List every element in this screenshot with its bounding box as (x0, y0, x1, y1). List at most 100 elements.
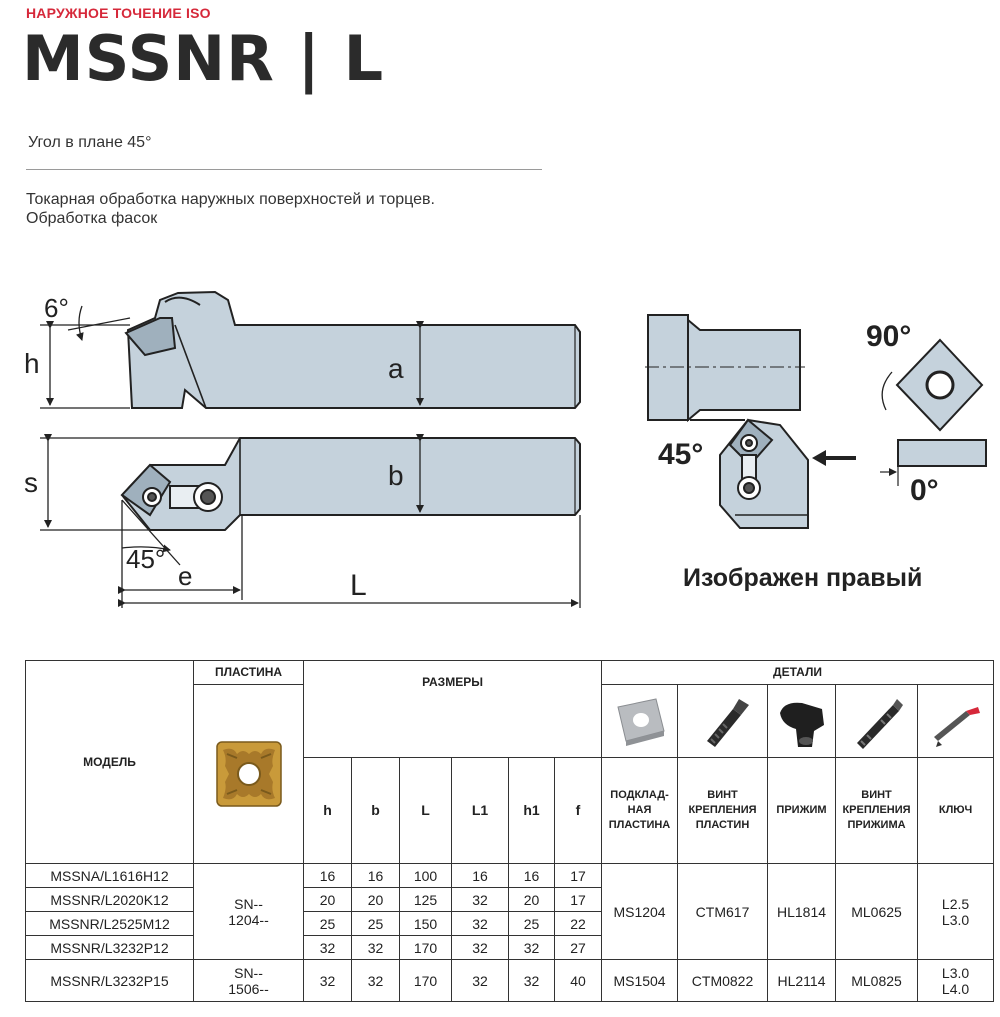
description: Токарная обработка наружных поверхностей… (26, 190, 435, 228)
insert-side-view (880, 439, 987, 486)
model-cell: MSSNR/L2525M12 (25, 911, 194, 936)
clamp-screw-icon (856, 699, 903, 749)
page-title: MSSNR | L (22, 22, 385, 95)
insert-code-line-1: SN-- (234, 964, 263, 981)
h1-cell: 25 (508, 911, 555, 936)
b-cell: 32 (351, 935, 400, 960)
insert-code-line-1: SN-- (234, 895, 263, 912)
specifications-table: МОДЕЛЬ ПЛАСТИНА РАЗМЕРЫ ДЕТАЛИ (25, 660, 995, 1002)
clamp-cell: HL2114 (767, 959, 837, 1002)
L1-cell: 16 (451, 863, 509, 888)
L1-cell: 32 (451, 959, 509, 1002)
model-cell: MSSNA/L1616H12 (25, 863, 194, 888)
insert-screw-image (677, 684, 769, 758)
h1-cell: 32 (508, 935, 555, 960)
category-label: НАРУЖНОЕ ТОЧЕНИЕ ISO (26, 5, 211, 21)
details-header: ДЕТАЛИ (601, 660, 995, 685)
h1-cell: 20 (508, 887, 555, 912)
dim-col-b: b (351, 757, 400, 864)
L-cell: 170 (399, 959, 452, 1002)
dim-col-L: L (399, 757, 452, 864)
holder-side-view (124, 290, 581, 409)
f-cell: 40 (553, 959, 603, 1002)
detail-col-insert-screw: ВИНТ КРЕПЛЕНИЯ ПЛАСТИН (677, 757, 769, 864)
f-cell: 27 (553, 935, 603, 960)
insert-seat-view (719, 418, 809, 529)
b-cell: 32 (351, 959, 400, 1002)
holder-end-view (645, 314, 805, 423)
detail-col-key: КЛЮЧ (917, 757, 995, 864)
clamp-screw-cell: ML0625 (835, 863, 919, 960)
dimension-b-label: b (388, 460, 404, 491)
angle-0-label: 0° (910, 474, 939, 507)
technical-drawing: 6° h a s b 45° e L 45° 90° 0° Изображен … (24, 290, 987, 608)
h-cell: 32 (303, 935, 352, 960)
drawing-caption: Изображен правый (683, 564, 922, 592)
description-line-2: Обработка фасок (26, 210, 158, 227)
h-cell: 16 (303, 863, 352, 888)
subtitle: Угол в плане 45° (28, 134, 152, 151)
dim-col-f: f (553, 757, 603, 864)
insert-screw-icon (706, 699, 749, 747)
dimension-L-label: L (350, 569, 367, 602)
table-row: MSSNA/L1616H12 SN-- 1204-- 16 16 100 16 … (25, 863, 995, 960)
shim-plate-icon (616, 698, 665, 746)
h1-cell: 16 (508, 863, 555, 888)
dimensions-header: РАЗМЕРЫ (302, 660, 603, 758)
h-cell: 25 (303, 911, 352, 936)
table-row: MSSNR/L2525M12 25 25 150 32 25 22 (25, 911, 994, 936)
key-size-2: L3.0 (941, 911, 970, 928)
holder-top-view (120, 437, 581, 531)
table-row: MSSNR/L3232P15 SN-- 1506-- 32 32 170 32 … (25, 959, 995, 1002)
dim-col-h1: h1 (508, 757, 555, 864)
insert-cell: SN-- 1204-- (193, 863, 304, 960)
shim-plate-image (601, 684, 679, 758)
dim-col-L1: L1 (451, 757, 509, 864)
b-cell: 25 (351, 911, 400, 936)
L1-cell: 32 (451, 887, 509, 912)
model-cell: MSSNR/L3232P15 (25, 959, 194, 1002)
key-size-2: L4.0 (941, 980, 970, 997)
key-cell: L3.0 L4.0 (917, 959, 995, 1002)
clamp-cell: HL1814 (767, 863, 837, 960)
f-cell: 17 (553, 863, 603, 888)
angle-45-label: 45° (126, 544, 165, 574)
feed-arrow-icon (812, 450, 856, 466)
insert-top-view (881, 338, 984, 432)
h1-cell: 32 (508, 959, 555, 1002)
dimension-h-label: h (24, 348, 40, 379)
dimension-lines (40, 305, 581, 608)
insert-header: ПЛАСТИНА (193, 660, 304, 685)
key-image (917, 684, 995, 758)
clamp-screw-image (835, 684, 919, 758)
key-size-1: L3.0 (941, 964, 970, 981)
detail-col-shim: ПОДКЛАД-НАЯ ПЛАСТИНА (601, 757, 679, 864)
carbide-insert-icon (215, 741, 282, 807)
L-cell: 170 (399, 935, 452, 960)
f-cell: 17 (553, 887, 603, 912)
model-header: МОДЕЛЬ (25, 660, 194, 864)
model-cell: MSSNR/L3232P12 (25, 935, 194, 960)
detail-col-clamp: ПРИЖИМ (767, 757, 837, 864)
f-cell: 22 (553, 911, 603, 936)
L1-cell: 32 (451, 911, 509, 936)
dimension-a-label: a (388, 353, 404, 384)
L-cell: 150 (399, 911, 452, 936)
insert-code-line-2: 1204-- (228, 911, 269, 928)
L-cell: 100 (399, 863, 452, 888)
divider (26, 169, 542, 170)
b-cell: 16 (351, 863, 400, 888)
clamp-screw-cell: ML0825 (835, 959, 919, 1002)
insert-code-line-2: 1506-- (228, 980, 269, 997)
insert-screw-cell: CTM0822 (677, 959, 769, 1002)
clamp-image (767, 684, 837, 758)
insert-screw-cell: CTM617 (677, 863, 769, 960)
model-cell: MSSNR/L2020K12 (25, 887, 194, 912)
dimension-e-label: e (178, 561, 192, 591)
table-row: MSSNR/L3232P12 32 32 170 32 32 27 (25, 935, 994, 960)
description-line-1: Токарная обработка наружных поверхностей… (26, 191, 435, 208)
L-cell: 125 (399, 887, 452, 912)
shim-cell: MS1204 (601, 863, 679, 960)
insert-cell: SN-- 1506-- (193, 959, 304, 1002)
table-row: MSSNR/L2020K12 20 20 125 32 20 17 (25, 887, 994, 912)
